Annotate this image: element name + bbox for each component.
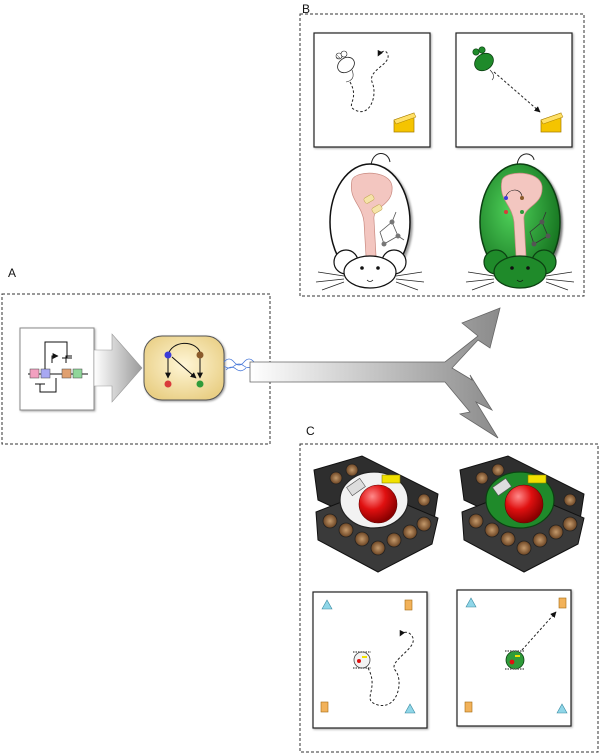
- cheese-icon: [393, 112, 417, 133]
- panel-b-frame: [299, 13, 585, 297]
- square-marker: [558, 597, 567, 609]
- robot-tank-white: [313, 455, 439, 573]
- triangle-marker: [404, 703, 416, 714]
- gene-blue-square: [40, 368, 51, 379]
- panel-a: [1, 293, 271, 445]
- cell-capsule: [143, 335, 225, 401]
- gene-red-square: [29, 368, 40, 379]
- panel-a-label: A: [8, 266, 17, 280]
- mouse-icon-green: [472, 46, 494, 81]
- gene-circuit-box: [19, 327, 95, 411]
- red-sphere: [504, 484, 544, 524]
- node-red: [164, 380, 172, 388]
- triangle-marker: [556, 703, 568, 714]
- mouse-head-green: [465, 249, 575, 291]
- square-marker: [464, 701, 473, 713]
- direct-path: [521, 611, 557, 651]
- mouse-head-white: [315, 249, 425, 291]
- panel-b-label: B: [302, 2, 311, 16]
- square-marker: [404, 599, 413, 611]
- branching-arrow: [249, 307, 501, 439]
- brain-region: [500, 172, 543, 257]
- panel-c-frame: [299, 443, 599, 753]
- wandering-path: [349, 49, 389, 113]
- panel-b: [299, 13, 585, 297]
- node-green: [196, 380, 204, 388]
- triangle-marker: [465, 597, 477, 608]
- gene-green-square: [72, 368, 83, 379]
- square-marker: [320, 701, 329, 713]
- mouse-brain-white: [315, 153, 425, 291]
- arena-robot-wild: [312, 591, 428, 729]
- direct-path: [493, 71, 541, 113]
- panel-c: [299, 443, 599, 753]
- node-brown: [196, 351, 204, 359]
- arena-robot-engineered: [456, 589, 572, 727]
- node-blue: [164, 351, 172, 359]
- mouse-icon-white: [335, 50, 355, 83]
- red-sphere: [358, 484, 398, 524]
- arena-mouse-engineered: [455, 32, 573, 148]
- mouse-brain-green: [465, 153, 575, 291]
- gene-brown-square: [61, 368, 72, 379]
- robot-tank-green: [459, 455, 585, 573]
- panel-c-label: C: [306, 424, 315, 438]
- arena-mouse-wild: [313, 32, 431, 148]
- wandering-path: [367, 629, 414, 706]
- triangle-marker: [321, 599, 333, 610]
- flagella: [223, 358, 255, 372]
- cheese-icon: [540, 112, 564, 133]
- circuit-to-cell-arrow: [93, 333, 143, 403]
- robot-icon-green: [505, 650, 525, 670]
